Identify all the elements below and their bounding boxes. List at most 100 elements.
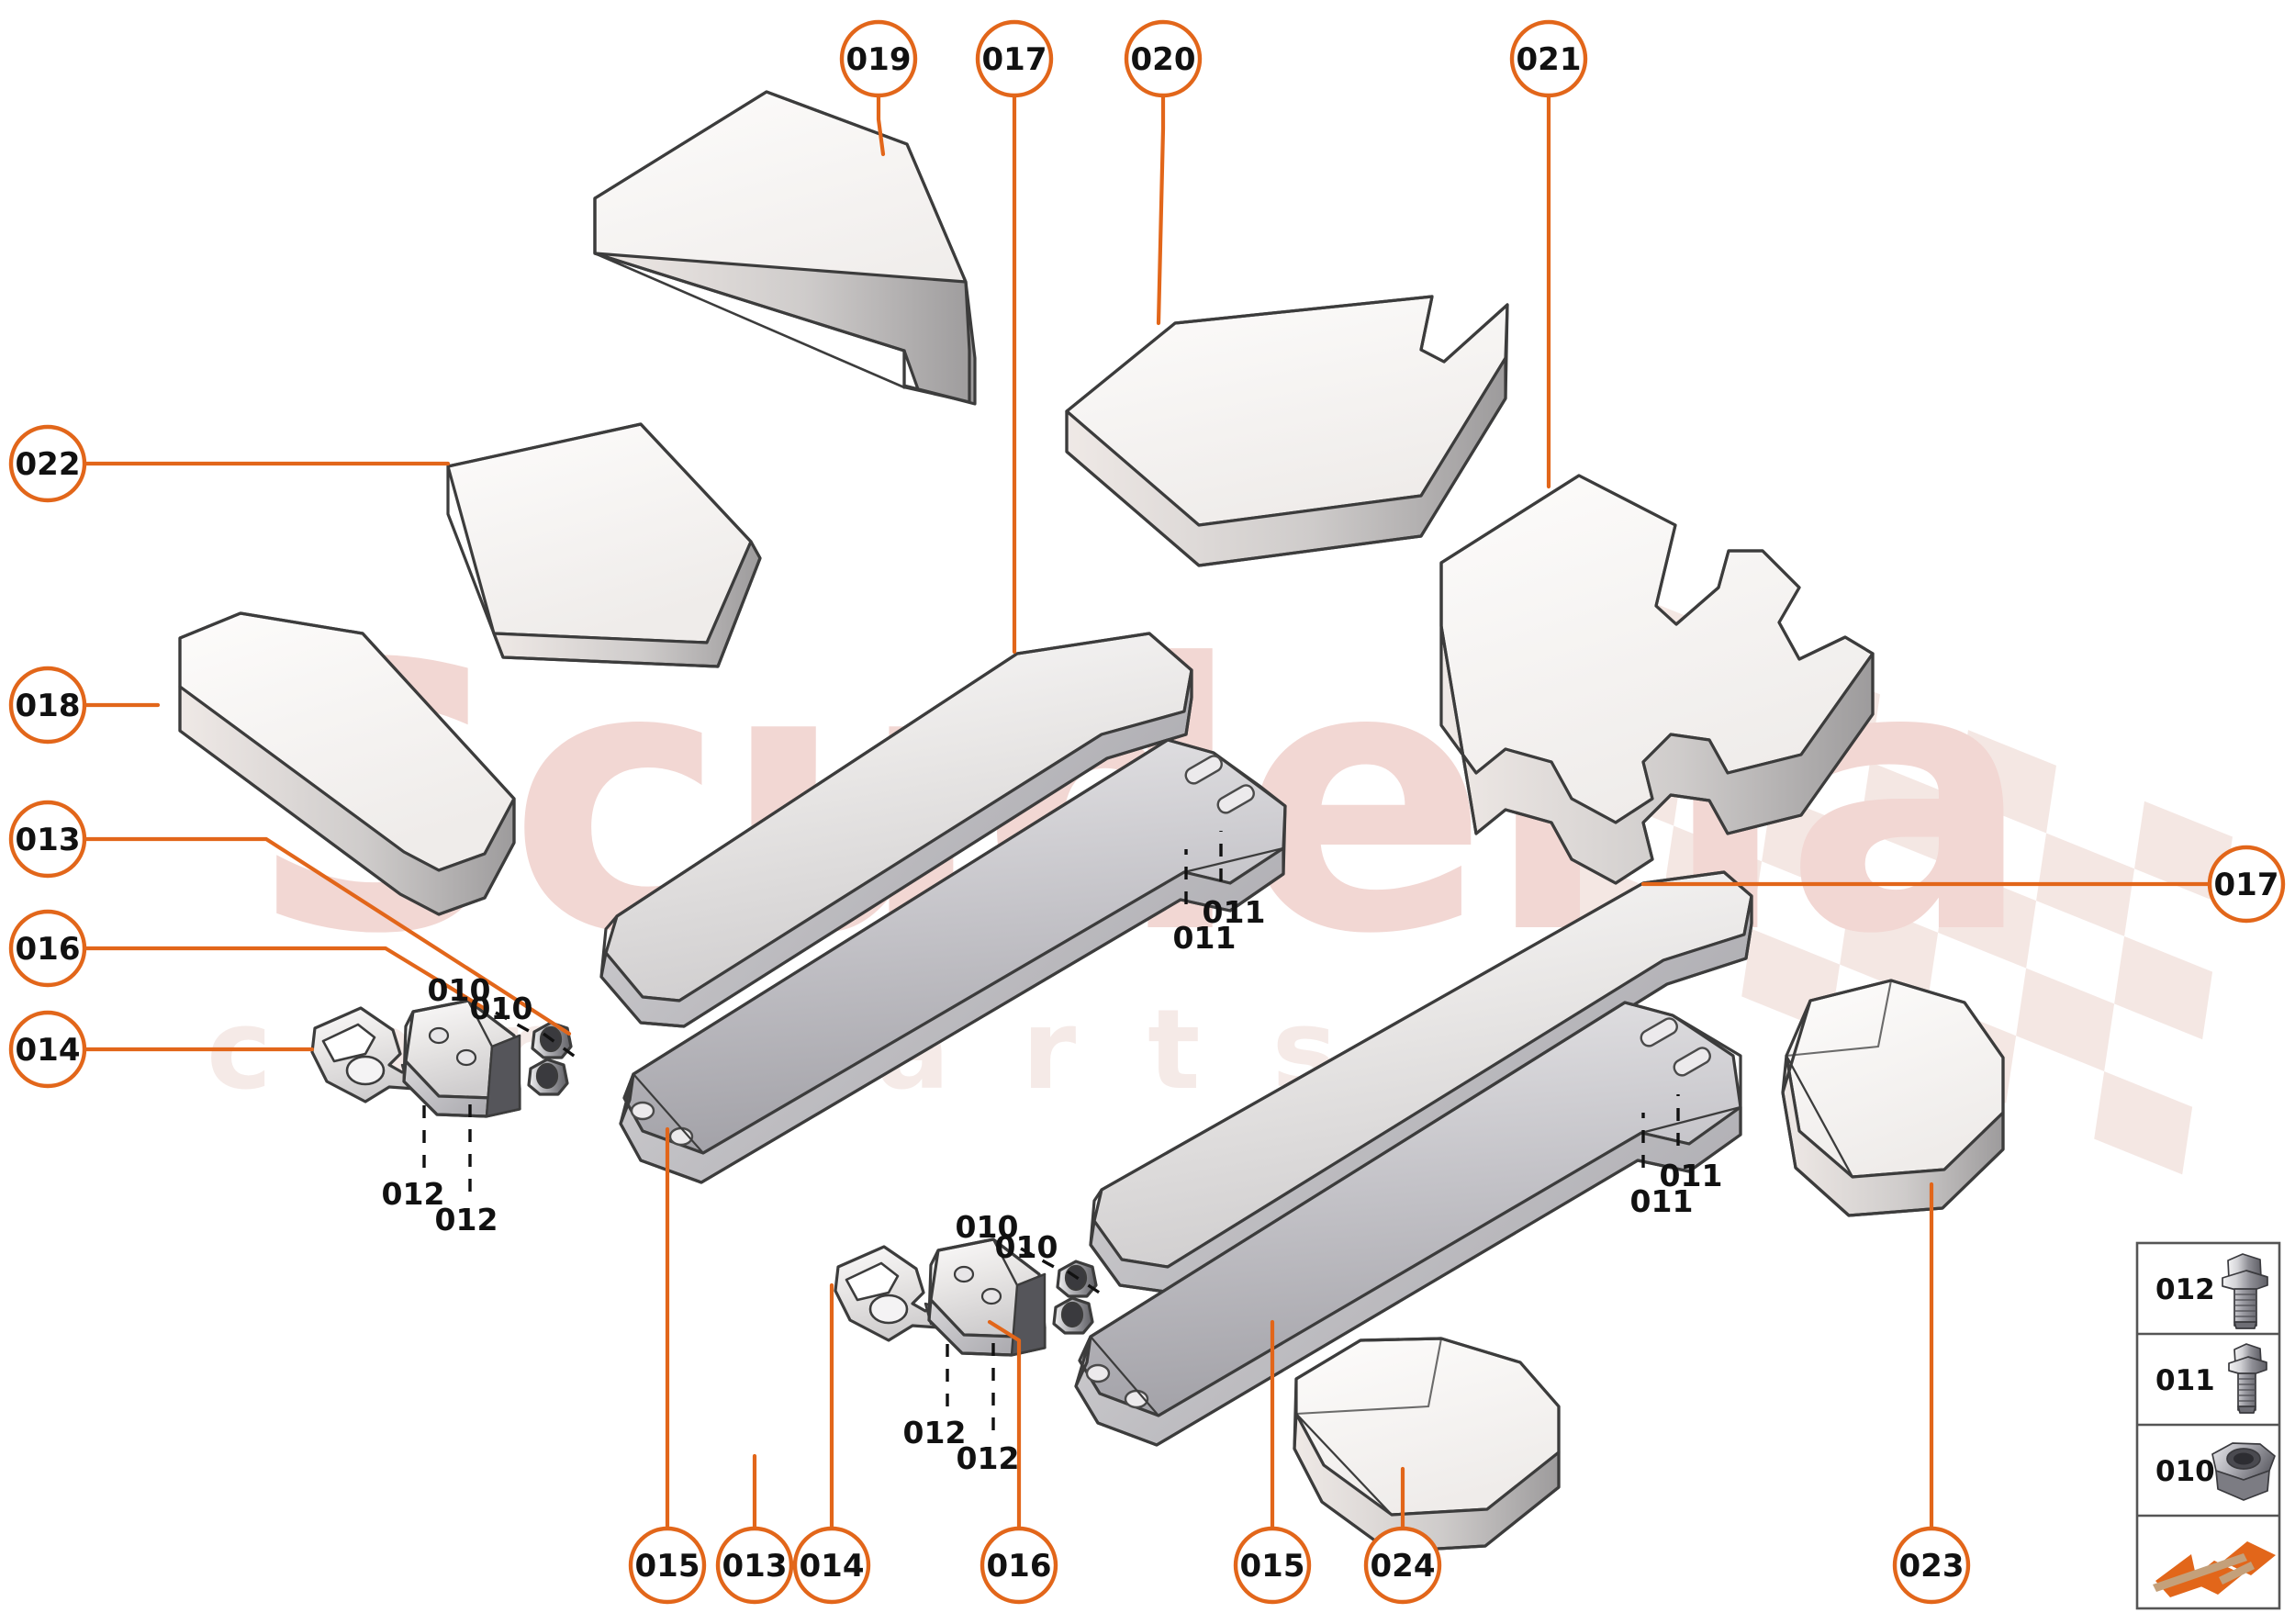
callout-number: 024 [1371, 1548, 1436, 1585]
inline-part-number-010: 010 [995, 1229, 1058, 1265]
callout-number: 022 [16, 446, 81, 483]
flange-nut-icon [2211, 1442, 2276, 1501]
dash-leader-010 [1067, 1270, 1107, 1299]
callout-number: 013 [722, 1548, 788, 1585]
callout-bubble-015[interactable]: 015 [628, 1526, 707, 1605]
callout-number: 018 [16, 688, 81, 724]
callout-circle [8, 666, 87, 745]
inline-part-number-012: 012 [903, 1415, 967, 1450]
legend-row-012[interactable]: 012 [2137, 1243, 2279, 1334]
flange-bolt-short-icon [2228, 1343, 2267, 1414]
callout-circle [8, 909, 87, 988]
legend-label-012: 012 [2155, 1273, 2215, 1306]
callout-bubble-014[interactable]: 014 [792, 1526, 871, 1605]
callout-number: 016 [987, 1548, 1052, 1585]
callout-leader-016 [987, 1319, 1022, 1531]
inline-part-number-010: 010 [428, 972, 491, 1008]
part-023-deflector-cover-upper [1781, 979, 2005, 1217]
callout-bubble-016[interactable]: 016 [980, 1526, 1058, 1605]
inline-part-number-011: 011 [1203, 894, 1266, 930]
dash-leader-010 [495, 1011, 538, 1037]
callout-circle [980, 1526, 1058, 1605]
callout-bubble-022[interactable]: 022 [8, 424, 87, 503]
part-015-brace-strap-left [619, 738, 1287, 1184]
legend-row-010[interactable]: 010 [2137, 1425, 2279, 1516]
inline-part-number-011: 011 [1630, 1183, 1694, 1219]
callout-bubble-024[interactable]: 024 [1363, 1526, 1442, 1605]
part-015-brace-strap-right [1074, 1001, 1742, 1447]
callout-number: 014 [800, 1548, 865, 1585]
callout-number: 020 [1131, 41, 1196, 78]
legend-row-011[interactable]: 011 [2137, 1334, 2279, 1425]
callout-circle [628, 1526, 707, 1605]
callout-number: 015 [1240, 1548, 1305, 1585]
callout-circle [2207, 845, 2286, 924]
callout-circle [8, 424, 87, 503]
callout-circle [1363, 1526, 1442, 1605]
inline-part-number-010: 010 [956, 1209, 1019, 1245]
legend-row-flag[interactable] [2137, 1516, 2279, 1608]
callout-circle [8, 800, 87, 879]
callout-bubble-015[interactable]: 015 [1233, 1526, 1312, 1605]
callout-number: 019 [846, 41, 912, 78]
part-016-angle-bracket-right [927, 1238, 1047, 1357]
part-018-insulation-pad-elongated [178, 611, 516, 916]
callout-bubble-014[interactable]: 014 [8, 1010, 87, 1089]
inline-part-number-012: 012 [435, 1202, 498, 1238]
inline-part-number-011: 011 [1660, 1158, 1723, 1193]
callout-number: 021 [1517, 41, 1582, 78]
part-010-flange-nut-right-b [1052, 1296, 1094, 1335]
callout-number: 013 [16, 822, 81, 858]
part-010-flange-nut-left-b [527, 1058, 569, 1096]
callout-circle [1233, 1526, 1312, 1605]
callout-leader-020 [1156, 93, 1166, 326]
legend-label-011: 011 [2155, 1364, 2215, 1397]
orange-arrow-flag-icon [2153, 1541, 2276, 1597]
part-019-insulation-panel-pentagon [593, 90, 977, 406]
part-017-underbody-brace-left [599, 632, 1193, 1028]
callout-bubble-018[interactable]: 018 [8, 666, 87, 745]
callout-bubble-017[interactable]: 017 [975, 19, 1054, 98]
inline-part-number-011: 011 [1173, 920, 1237, 956]
callout-circle [1892, 1526, 1971, 1605]
callout-bubble-013[interactable]: 013 [715, 1526, 794, 1605]
callout-number: 017 [982, 41, 1047, 78]
callout-bubble-013[interactable]: 013 [8, 800, 87, 879]
callout-circle [1124, 19, 1203, 98]
callout-bubble-020[interactable]: 020 [1124, 19, 1203, 98]
callout-circle [839, 19, 918, 98]
dash-leader-010 [1020, 1247, 1063, 1273]
inline-part-number-012: 012 [957, 1440, 1020, 1476]
callout-bubble-017[interactable]: 017 [2207, 845, 2286, 924]
callout-circle [792, 1526, 871, 1605]
callout-number: 017 [2214, 867, 2279, 903]
legend-label-010: 010 [2155, 1455, 2215, 1488]
callout-bubble-019[interactable]: 019 [839, 19, 918, 98]
callout-leader-019 [876, 93, 886, 157]
callout-number: 023 [1899, 1548, 1965, 1585]
callout-bubble-021[interactable]: 021 [1509, 19, 1588, 98]
callout-number: 015 [635, 1548, 700, 1585]
callout-circle [975, 19, 1054, 98]
callout-circle [1509, 19, 1588, 98]
callout-bubble-016[interactable]: 016 [8, 909, 87, 988]
callout-number: 014 [16, 1032, 81, 1069]
dash-leader-010 [543, 1032, 581, 1062]
flange-bolt-long-icon [2222, 1253, 2268, 1329]
part-016-angle-bracket-left [402, 999, 521, 1118]
part-021-insulation-panel-contoured [1439, 474, 1875, 885]
callout-circle [8, 1010, 87, 1089]
callout-circle [715, 1526, 794, 1605]
callout-leader-016 [82, 946, 489, 1013]
callout-bubble-023[interactable]: 023 [1892, 1526, 1971, 1605]
inline-part-number-012: 012 [382, 1176, 445, 1212]
inline-part-number-010: 010 [470, 991, 533, 1026]
part-020-insulation-panel-wedge [1065, 295, 1509, 567]
part-024-deflector-cover-lower [1293, 1337, 1561, 1553]
callout-leader-013 [82, 836, 572, 1036]
part-022-insulation-pad-rectangular [446, 422, 762, 668]
